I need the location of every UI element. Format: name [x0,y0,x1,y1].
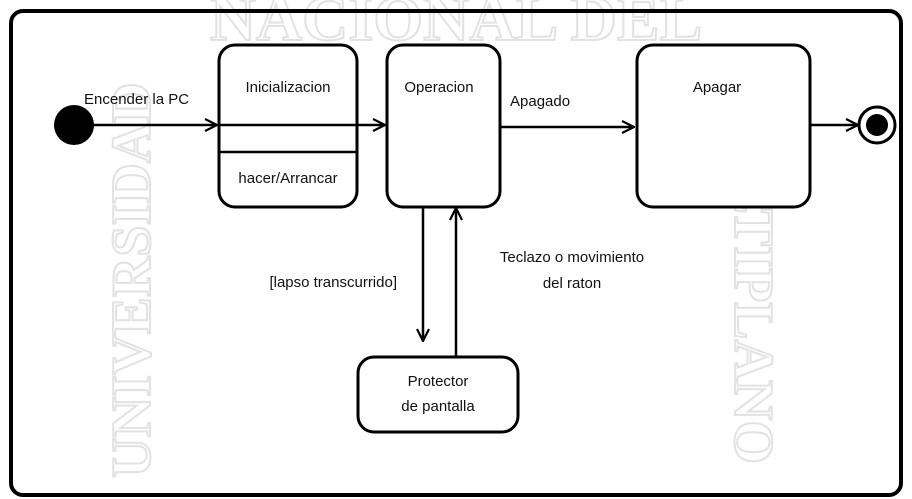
state-protector: Protector de pantalla [356,355,520,434]
transition-lapso-label: [lapso transcurrido] [269,274,397,291]
state-operacion: Operacion [385,43,502,209]
final-state-dot [866,114,888,136]
state-inicializacion-activity: hacer/Arrancar [238,170,337,187]
state-apagar: Apagar [635,43,812,209]
state-operacion-box [385,43,502,209]
transition-teclazo-label-line2: del raton [543,275,601,292]
watermark-left-text: UNIVERSIDAD [101,82,163,477]
state-protector-name-line2: de pantalla [401,398,475,415]
initial-state-node [54,105,94,145]
state-apagar-name: Apagar [693,79,741,96]
final-state-node [857,105,897,145]
transition-apagado-label: Apagado [510,93,570,110]
diagram-frame [9,9,903,497]
transition-encender-label: Encender la PC [84,91,189,108]
state-operacion-name: Operacion [404,79,473,96]
state-apagar-box [635,43,812,209]
state-protector-name-line1: Protector [408,373,469,390]
state-protector-box [356,355,520,434]
state-inicializacion-name: Inicializacion [245,79,330,96]
transition-teclazo-label-line1: Teclazo o movimiento [500,249,644,266]
